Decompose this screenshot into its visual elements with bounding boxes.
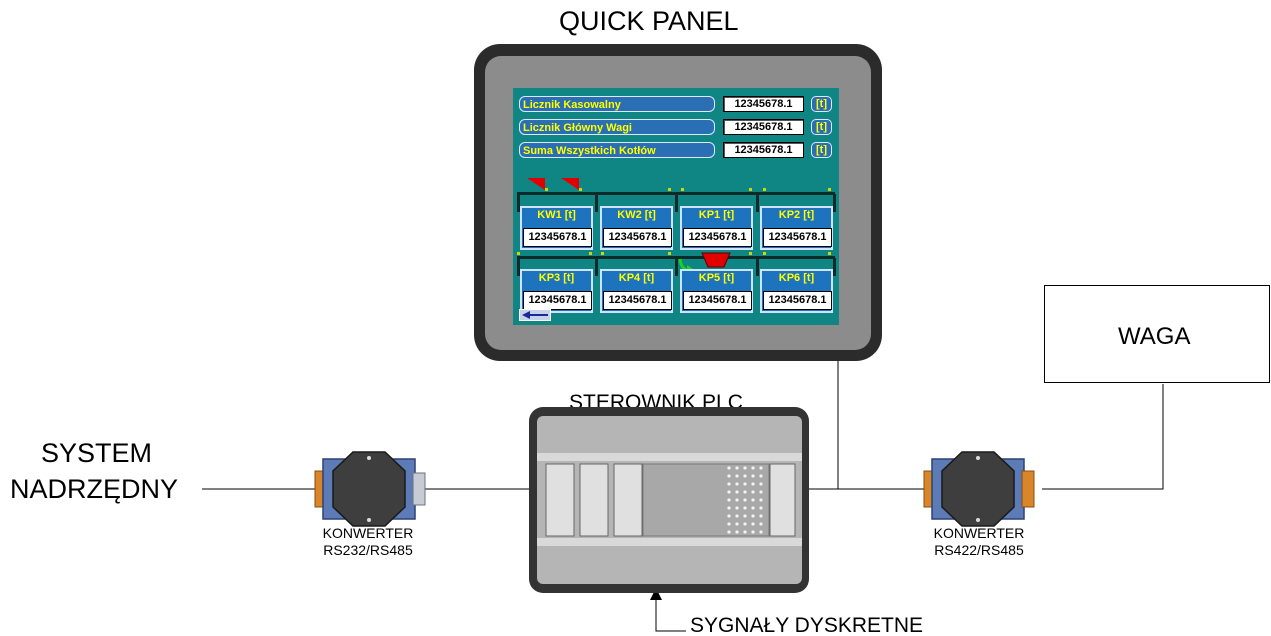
converter2-label-line1: KONWERTER <box>933 525 1025 541</box>
silo-tile-value: 12345678.1 <box>603 228 672 247</box>
plc-module-1 <box>545 463 575 537</box>
silo-tile-title: KW1 [t] <box>537 209 576 221</box>
silo-tile[interactable]: KP1 [t] 12345678.1 <box>680 206 753 250</box>
converter2-right-plug <box>1021 470 1035 508</box>
boiler-tile-title: KP6 [t] <box>778 272 815 284</box>
silo-tile[interactable]: KW1 [t] 12345678.1 <box>520 206 593 250</box>
quick-panel-screen: Licznik Kasowalny 12345678.1 [t] Licznik… <box>513 88 839 325</box>
boiler-tile-value: 12345678.1 <box>763 291 832 310</box>
converter1-cover <box>332 451 406 527</box>
counter-label: Suma Wszystkich Kotłów <box>519 142 715 158</box>
converter1-label-line2: RS232/RS485 <box>323 542 413 558</box>
silo-tile[interactable]: KW2 [t] 12345678.1 <box>600 206 673 250</box>
converter1-label-line1: KONWERTER <box>322 525 414 541</box>
boiler-tile[interactable]: KP6 [t] 12345678.1 <box>760 269 833 313</box>
counter-value[interactable]: 12345678.1 <box>723 96 804 112</box>
converter2-label-line2: RS422/RS485 <box>934 542 1024 558</box>
silo-tile-title: KP2 [t] <box>778 209 815 221</box>
counter-value[interactable]: 12345678.1 <box>723 142 804 158</box>
converter1-device <box>314 451 426 527</box>
discrete-signal-arrowhead <box>650 588 662 600</box>
counter-unit: [t] <box>811 142 832 158</box>
silo-tile-value: 12345678.1 <box>523 228 592 247</box>
lower-conveyor-rail <box>517 256 835 259</box>
counter-label: Licznik Kasowalny <box>519 96 715 112</box>
wire-converter2-to-scale <box>1042 384 1164 490</box>
scale-box: WAGA <box>1044 285 1270 383</box>
system-label-line1: SYSTEM <box>41 438 153 468</box>
plc-cpu-module <box>642 463 770 537</box>
plc-module-end <box>769 463 796 537</box>
counter-value[interactable]: 12345678.1 <box>723 119 804 135</box>
boiler-tile-value: 12345678.1 <box>603 291 672 310</box>
silo-tile[interactable]: KP2 [t] 12345678.1 <box>760 206 833 250</box>
plc-module-3 <box>613 463 643 537</box>
discrete-signals-label: SYGNAŁY DYSKRETNE <box>690 614 924 636</box>
hopper-icon <box>701 252 731 268</box>
silo-tile-value: 12345678.1 <box>683 228 752 247</box>
plc-modules <box>537 453 802 546</box>
plc-vent-holes <box>727 466 763 534</box>
converter1-right-plug <box>412 472 426 506</box>
back-button[interactable] <box>519 309 551 321</box>
quick-panel-title: QUICK PANEL <box>559 6 739 36</box>
boiler-tile-value: 12345678.1 <box>683 291 752 310</box>
boiler-tile[interactable]: KP3 [t] 12345678.1 <box>520 269 593 313</box>
boiler-tile-title: KP4 [t] <box>618 272 655 284</box>
boiler-tile-title: KP3 [t] <box>538 272 575 284</box>
silo-tile-value: 12345678.1 <box>763 228 832 247</box>
counter-label: Licznik Główny Wagi <box>519 119 715 135</box>
silo-tile-title: KP1 [t] <box>698 209 735 221</box>
silo-tile-title: KW2 [t] <box>617 209 656 221</box>
plc-module-2 <box>579 463 609 537</box>
scale-label: WAGA <box>1118 323 1191 350</box>
boiler-tile-title: KP5 [t] <box>698 272 735 284</box>
converter2-cover <box>941 451 1015 527</box>
upper-conveyor-rail <box>517 192 835 195</box>
boiler-tile[interactable]: KP4 [t] 12345678.1 <box>600 269 673 313</box>
flag-icon <box>561 178 579 190</box>
boiler-tile-value: 12345678.1 <box>523 291 592 310</box>
system-label-line2: NADRZĘDNY <box>10 474 179 504</box>
converter2-device <box>923 451 1035 527</box>
counter-unit: [t] <box>811 119 832 135</box>
back-arrow-icon <box>522 311 548 319</box>
wire-discrete-signals <box>655 598 686 632</box>
counter-unit: [t] <box>811 96 832 112</box>
boiler-tile[interactable]: KP5 [t] 12345678.1 <box>680 269 753 313</box>
flag-icon <box>527 178 545 190</box>
